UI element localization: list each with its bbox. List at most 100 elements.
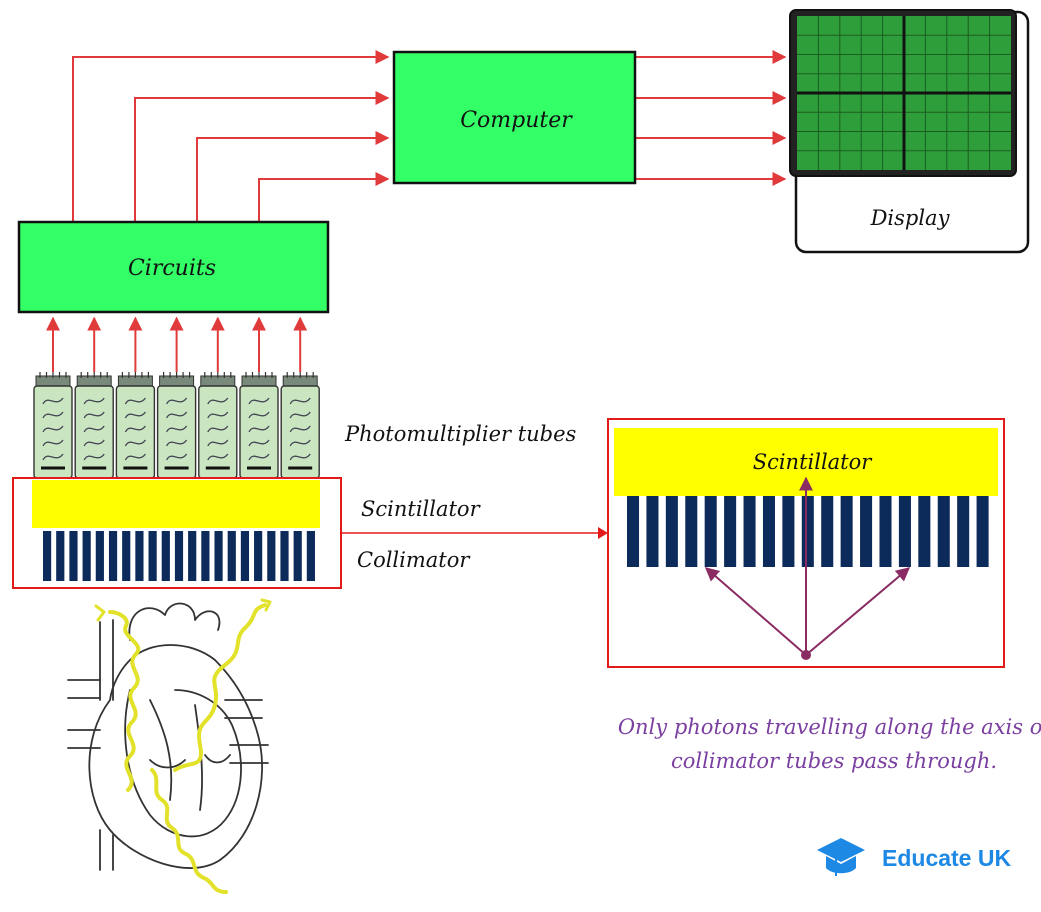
photon-source-dot	[801, 650, 811, 660]
pmt-dynode	[166, 439, 188, 447]
zoom-arrowhead	[598, 527, 608, 539]
pmt-dynode	[166, 411, 188, 419]
pmt-dynode	[83, 397, 105, 405]
pmt-dynode	[83, 439, 105, 447]
pmt-dynode	[248, 397, 270, 405]
inset-scintillator-label: Scintillator	[753, 450, 874, 474]
pmt-body	[33, 385, 73, 479]
inset-collimator-bar	[840, 496, 853, 567]
collimator-bar	[148, 531, 157, 581]
display-label: Display	[870, 206, 951, 230]
photomultiplier-tubes-label: Photomultiplier tubes	[344, 422, 577, 446]
pmt-dynode	[289, 425, 311, 433]
collimator-bar	[69, 531, 78, 581]
inset-collimator-bar	[704, 496, 717, 567]
collimator-bar	[161, 531, 170, 581]
display-monitor: Display	[789, 9, 1030, 254]
inset-collimator-bar	[821, 496, 834, 567]
pmt-dynode	[207, 411, 229, 419]
collimator-label: Collimator	[357, 548, 471, 572]
collimator-bar	[56, 531, 65, 581]
photon-rays	[704, 476, 911, 656]
pmt-dynode	[289, 439, 311, 447]
pmt-dynode	[83, 411, 105, 419]
pmt-to-circuits-arrows	[46, 316, 308, 372]
circuits-label: Circuits	[128, 256, 216, 281]
inset-collimator-bar	[976, 496, 989, 567]
pmt-body	[280, 385, 320, 479]
collimator-bar	[43, 531, 52, 581]
inset-collimator-bars	[627, 496, 989, 567]
pmt-dynode	[207, 425, 229, 433]
pmt-dynode	[124, 397, 146, 405]
pmt-dynode	[42, 425, 64, 433]
pmt-dynode	[42, 411, 64, 419]
circuits-to-computer-arrows	[72, 50, 390, 222]
pmt-dynode	[289, 453, 311, 461]
pmt-dynode	[248, 453, 270, 461]
pmt-dynode	[166, 453, 188, 461]
heart-inner-wall	[124, 689, 242, 838]
inset-collimator-bar	[665, 496, 678, 567]
collimator-bar	[240, 531, 250, 581]
photon-path-right	[173, 603, 267, 772]
graduation-cap-icon	[817, 838, 865, 876]
pmt-dynode	[207, 397, 229, 405]
collimator-bar	[306, 531, 315, 581]
inset-collimator-bar	[646, 496, 659, 567]
photon-note: Only photons travelling along the axis o…	[618, 715, 1041, 773]
pmt-dynode	[42, 397, 64, 405]
collimator-bar	[82, 531, 91, 581]
inset-collimator-bar	[879, 496, 892, 567]
inset-collimator-bar	[743, 496, 756, 567]
computer-to-display-arrows	[635, 50, 787, 186]
photomultiplier-tube	[239, 372, 279, 479]
heart-vessels-top	[128, 602, 221, 641]
pmt-body	[74, 385, 114, 479]
photomultiplier-tube	[74, 372, 114, 479]
inset-collimator-bar	[918, 496, 931, 567]
pmt-dynode	[207, 453, 229, 461]
inset-collimator-bar	[724, 496, 737, 567]
computer-box: Computer	[392, 50, 637, 185]
pmt-dynode	[83, 453, 105, 461]
photon-arrow-right	[260, 598, 272, 612]
photomultiplier-tube	[280, 372, 320, 479]
pmt-dynode	[124, 453, 146, 461]
heart-left-vessels	[67, 679, 101, 749]
heart-outline	[88, 644, 263, 869]
collimator-bar	[280, 531, 289, 581]
collimator-main	[43, 531, 315, 581]
brand-name: Educate UK	[882, 845, 1011, 871]
heart-vena-cava	[99, 619, 114, 701]
pmt-dynode	[124, 411, 146, 419]
collimator-bar	[188, 531, 197, 581]
pmt-dynode	[289, 397, 311, 405]
brand-logo: Educate UK	[817, 838, 1011, 876]
circuits-box: Circuits	[17, 220, 330, 314]
pmt-dynode	[166, 425, 188, 433]
pmt-dynode	[289, 411, 311, 419]
inset-collimator-bar	[898, 496, 911, 567]
photomultiplier-tube	[198, 372, 238, 479]
display-screen	[797, 16, 1011, 170]
pmt-dynode	[248, 425, 270, 433]
pmt-body	[239, 385, 279, 479]
collimator-bar	[267, 531, 276, 581]
pmt-dynode	[42, 453, 64, 461]
computer-label: Computer	[460, 108, 573, 133]
collimator-bar	[293, 531, 302, 581]
pmt-dynode	[207, 439, 229, 447]
photon-note-line2: collimator tubes pass through.	[671, 749, 997, 773]
inset-collimator-bar	[762, 496, 775, 567]
pmt-dynode	[124, 425, 146, 433]
collimator-bar	[174, 531, 184, 581]
collimator-bar	[108, 531, 118, 581]
collimator-bar	[122, 531, 131, 581]
collimator-inset: Scintillator	[607, 418, 1005, 668]
collimator-bar	[201, 531, 210, 581]
pmt-body	[198, 385, 238, 479]
scintillator-layer	[32, 480, 320, 528]
pmt-body	[115, 385, 156, 479]
